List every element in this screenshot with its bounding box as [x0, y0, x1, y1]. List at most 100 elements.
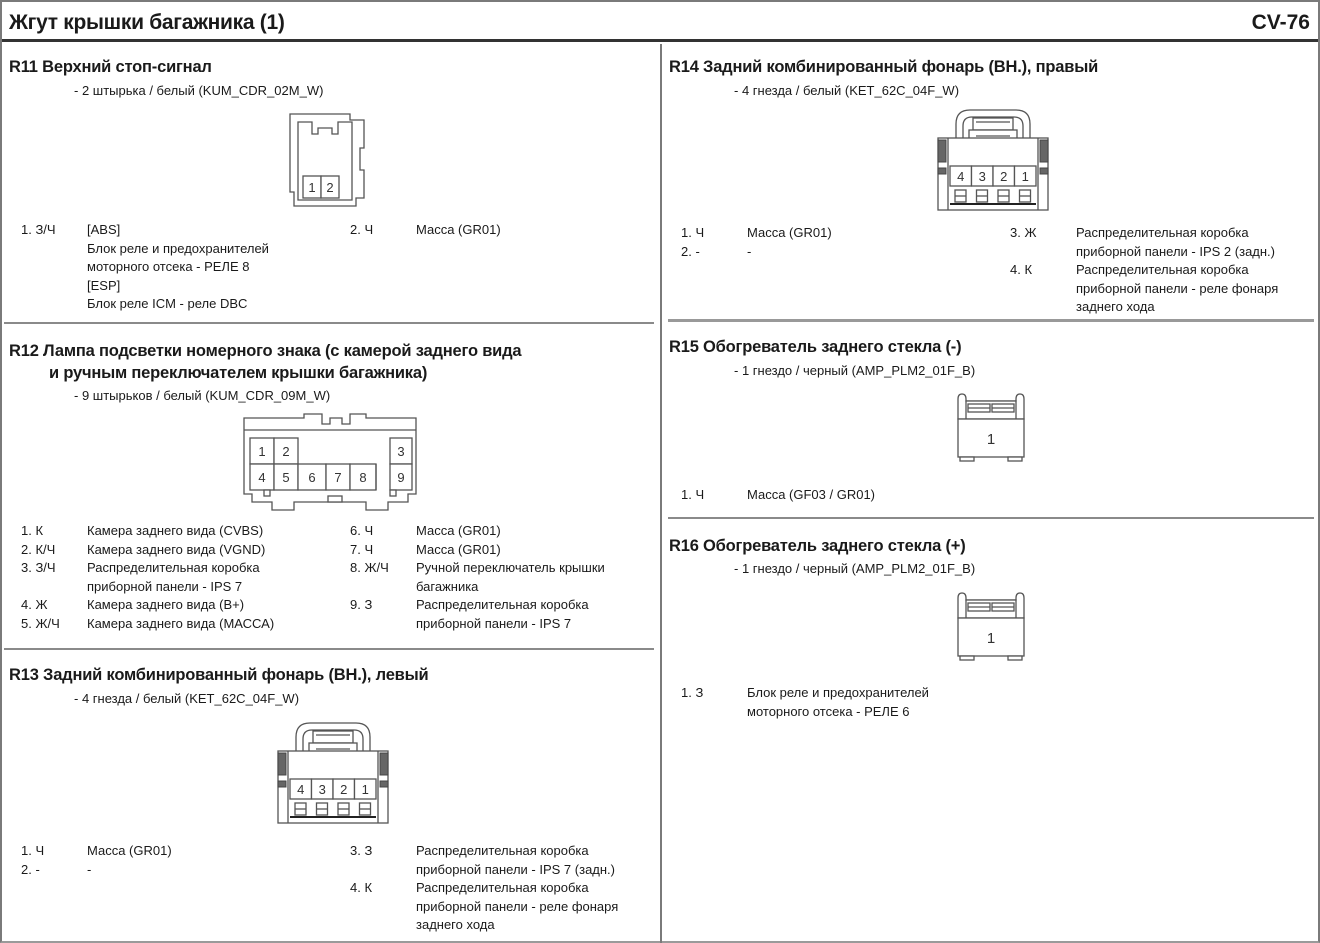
- connector-1f-body: 1: [957, 592, 1025, 661]
- desc-line: приборной панели - IPS 7 (задн.): [416, 861, 615, 877]
- section-divider: [668, 319, 1314, 322]
- desc-line: приборной панели - IPS 7: [416, 615, 572, 631]
- pin-description: Распределительная коробка приборной пане…: [416, 596, 589, 633]
- desc-line: Распределительная коробка: [1076, 225, 1249, 240]
- pin-number: 3. Ж: [1010, 225, 1037, 240]
- connector-pin-label: 1: [362, 782, 369, 797]
- pin-description: Масса (GR01): [747, 224, 832, 243]
- connector-pin-label: 8: [359, 470, 366, 485]
- connector-pin-label: 1: [987, 431, 995, 448]
- section-title: R13 Задний комбинированный фонарь (ВН.),…: [9, 666, 429, 684]
- pin-description: Масса (GR01): [87, 842, 172, 861]
- connector-pin-label: 6: [308, 470, 315, 485]
- desc-line: Камера заднего вида (CVBS): [87, 523, 264, 538]
- pin-number: 1. Ч: [681, 225, 705, 240]
- section-title: R11 Верхний стоп-сигнал: [9, 58, 212, 76]
- pin-description: Масса (GR01): [416, 522, 501, 541]
- desc-line: Масса (GR01): [747, 225, 832, 240]
- pin-description: Камера заднего вида (CVBS): [87, 522, 263, 541]
- pin-number: 5. Ж/Ч: [21, 615, 60, 631]
- pin-description: Камера заднего вида (B+): [87, 596, 244, 615]
- desc-line: моторного отсека - РЕЛЕ 6: [747, 703, 910, 719]
- pin-number: 3. З/Ч: [21, 560, 56, 575]
- page-header: Жгут крышки багажника (1) CV-76: [2, 2, 1318, 42]
- pin-description: Распределительная коробка приборной пане…: [416, 879, 618, 935]
- connector-spec: - 4 гнезда / белый (KET_62C_04F_W): [734, 83, 960, 98]
- connector-r11-diagram: 1 2: [289, 113, 365, 207]
- desc-line: приборной панели - реле фонаря: [416, 898, 619, 914]
- pin-number: 4. К: [1010, 262, 1033, 277]
- pin-cavity: [353, 778, 377, 800]
- desc-line: Блок реле ICM - реле DBC: [87, 296, 248, 311]
- pin-description: Камера заднего вида (МАССА): [87, 615, 274, 634]
- pin-number: 1. З/Ч: [21, 222, 56, 237]
- pin-description: Распределительная коробка приборной пане…: [416, 842, 615, 879]
- desc-line: [ESP]: [87, 277, 121, 293]
- section-title: R15 Обогреватель заднего стекла (-): [669, 338, 962, 356]
- pin-description: Масса (GR01): [416, 541, 501, 560]
- connector-pin-label: 4: [258, 470, 265, 485]
- section-divider: [668, 517, 1314, 519]
- section-divider: [4, 648, 654, 650]
- connector-spec: - 1 гнездо / черный (AMP_PLM2_01F_B): [734, 561, 976, 576]
- desc-line: -: [747, 243, 752, 259]
- pin-number: 4. Ж: [21, 597, 48, 612]
- pin-number: 6. Ч: [350, 523, 374, 538]
- desc-line: приборной панели - реле фонаря: [1076, 280, 1279, 296]
- pin-description: Распределительная коробка приборной пане…: [1076, 224, 1275, 261]
- connector-pin-label: 1: [987, 630, 995, 647]
- connector-pin-label: 3: [979, 169, 986, 184]
- section-title: R12 Лампа подсветки номерного знака (с к…: [9, 342, 522, 360]
- pin-cavity: [1013, 165, 1037, 187]
- connector-spec: - 9 штырьков / белый (KUM_CDR_09M_W): [74, 388, 331, 403]
- pin-description: Распределительная коробка приборной пане…: [1076, 261, 1278, 317]
- connector-pin-label: 2: [340, 782, 347, 797]
- pin-description: Распределительная коробка приборной пане…: [87, 559, 260, 596]
- desc-line: багажника: [416, 578, 479, 594]
- desc-line: Блок реле и предохранителей: [87, 240, 269, 256]
- desc-line: Распределительная коробка: [1076, 262, 1249, 277]
- connector-pin-label: 4: [957, 169, 964, 184]
- pin-description: Масса (GF03 / GR01): [747, 486, 875, 505]
- connector-pin-label: 9: [397, 470, 404, 485]
- pin-number: 1. К: [21, 523, 44, 538]
- connector-1f-body: 1: [957, 393, 1025, 462]
- pin-number: 2. Ч: [350, 222, 374, 237]
- pin-number: 9. З: [350, 597, 373, 612]
- desc-line: приборной панели - IPS 2 (задн.): [1076, 243, 1275, 259]
- connector-pin-label: 2: [282, 444, 289, 459]
- connector-pin-label: 3: [319, 782, 326, 797]
- page-code: CV-76: [1251, 11, 1310, 34]
- desc-line: Распределительная коробка: [416, 843, 589, 858]
- page-title: Жгут крышки багажника (1): [9, 11, 285, 34]
- desc-line: Распределительная коробка: [416, 880, 589, 895]
- connector-pin-label: 1: [258, 444, 265, 459]
- desc-line: Масса (GR01): [416, 523, 501, 538]
- pin-number: 2. -: [681, 243, 700, 259]
- pin-number: 1. Ч: [681, 487, 705, 502]
- pin-description: Ручной переключатель крышки багажника: [416, 559, 605, 596]
- connector-pin-label: 2: [326, 180, 333, 195]
- pin-number: 2. -: [21, 861, 40, 877]
- pin-number: 8. Ж/Ч: [350, 560, 389, 575]
- connector-r15-diagram: 1: [957, 393, 1025, 462]
- pin-description: Блок реле и предохранителей моторного от…: [747, 684, 929, 721]
- connector-spec: - 4 гнезда / белый (KET_62C_04F_W): [74, 691, 300, 706]
- connector-r12-diagram: 1 2 3 4 5 6 7 8 9: [243, 413, 417, 511]
- desc-line: заднего хода: [1076, 299, 1155, 314]
- pin-number: 2. К/Ч: [21, 541, 56, 557]
- pin-number: 1. З: [681, 685, 704, 700]
- pin-description: [ABS] Блок реле и предохранителей моторн…: [87, 221, 269, 314]
- desc-line: -: [87, 861, 92, 877]
- desc-line: Камера заднего вида (МАССА): [87, 615, 275, 631]
- connector-pin-label: 7: [334, 470, 341, 485]
- desc-line: Масса (GR01): [416, 222, 501, 237]
- desc-line: Ручной переключатель крышки: [416, 560, 605, 575]
- pin-number: 1. Ч: [21, 843, 45, 858]
- connector-pin-label: 1: [1022, 169, 1029, 184]
- desc-line: моторного отсека - РЕЛЕ 8: [87, 259, 250, 274]
